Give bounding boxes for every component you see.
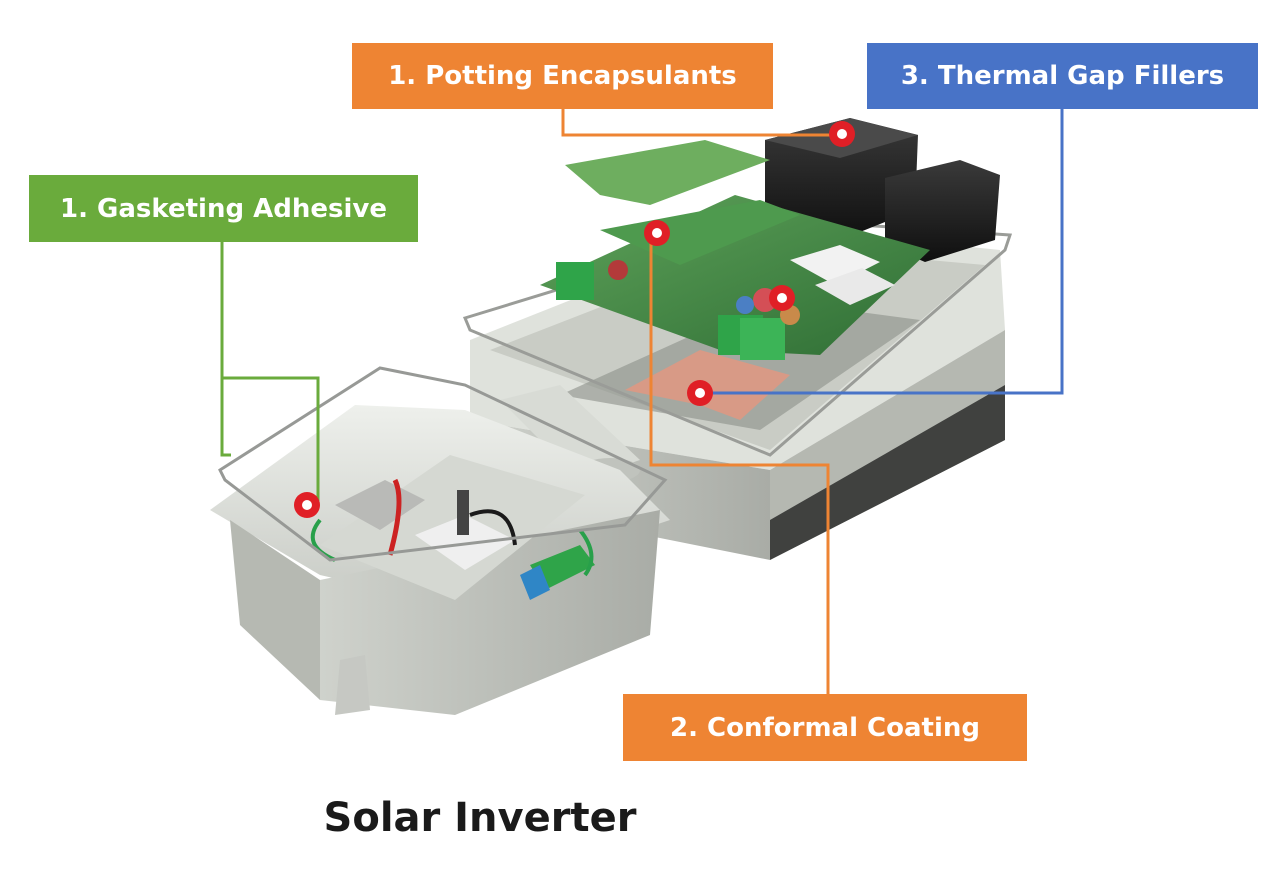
battery-modules <box>765 118 1000 262</box>
junction-gasket <box>218 366 668 562</box>
conformal-leader <box>649 232 830 694</box>
callout-gasketing-adhesive: 1. Gasketing Adhesive <box>29 175 418 242</box>
marker-thermal <box>687 380 713 406</box>
callout-conformal-coating: 2. Conformal Coating <box>623 694 1027 761</box>
callout-potting-encapsulants: 1. Potting Encapsulants <box>352 43 773 109</box>
diagram-caption: Solar Inverter <box>323 795 637 841</box>
marker-gasket <box>294 492 320 518</box>
marker-conformal <box>644 220 670 246</box>
thermal-leader <box>705 109 1064 395</box>
callout-thermal-gap-fillers: 3. Thermal Gap Fillers <box>867 43 1258 109</box>
marker-potting <box>829 121 855 147</box>
junction-box <box>210 405 670 715</box>
pcb-stack <box>540 140 930 360</box>
leader-lines <box>220 109 1064 694</box>
gasket-leader <box>220 242 231 457</box>
markers <box>294 121 855 518</box>
marker-relay <box>769 285 795 311</box>
potting-leader <box>561 109 842 137</box>
